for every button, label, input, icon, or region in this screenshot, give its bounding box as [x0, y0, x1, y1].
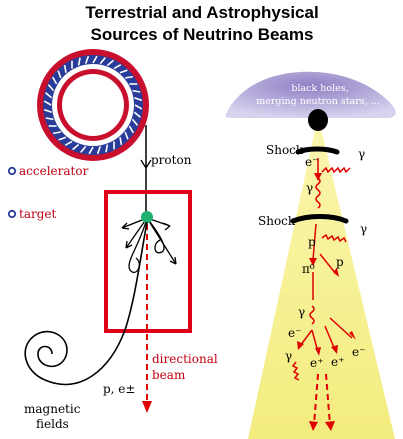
ring-tick [92, 55, 98, 64]
label-p-right: p [336, 255, 344, 269]
ring-tick [131, 118, 139, 126]
ring-tick [119, 69, 128, 74]
label-e-minus-low: e⁻ [288, 326, 301, 340]
ring-tick [72, 143, 80, 151]
black-hole [308, 109, 328, 131]
label-pi0: π⁰ [302, 262, 315, 276]
shock-1-label: Shock [266, 143, 304, 157]
cascade-arrowheads [297, 173, 356, 356]
ring-tick [106, 59, 114, 67]
target-label: target [19, 207, 56, 221]
jet-cone [248, 116, 395, 439]
target-box [104, 190, 192, 333]
ring-tick [128, 125, 134, 134]
ring-tick [119, 137, 123, 146]
label-e-minus-right: e⁻ [352, 345, 365, 359]
proton-label: proton [151, 153, 192, 167]
magnetic-label: magnetic [24, 402, 81, 416]
shock-2-label: Shock [258, 214, 296, 228]
ring-tick [45, 92, 53, 99]
ring-tick [64, 140, 73, 146]
ring-tick [133, 111, 141, 118]
label-e-plus-1: e⁺ [310, 356, 323, 370]
accelerator-bullet [7, 166, 17, 176]
proton-arrowhead [140, 159, 152, 170]
ring-tick [80, 145, 87, 153]
shock-1 [295, 146, 340, 155]
p-e-label: p, e± [103, 382, 135, 396]
label-gamma-mid: γ [306, 181, 313, 195]
collision-tracks [121, 217, 177, 273]
magnetic-spiral [24, 330, 68, 381]
accelerator-ring [37, 49, 149, 161]
source-label-line1: black holes, [291, 83, 348, 94]
ring-tick [52, 131, 61, 135]
charged-particle-track [44, 221, 148, 386]
ring-tick [125, 75, 134, 79]
label-e-minus-top: e⁻ [305, 155, 318, 169]
ring-tick [45, 117, 54, 121]
ring-tick [43, 108, 52, 114]
ring-tick [57, 70, 62, 79]
ring-tick [113, 64, 122, 70]
ring-tick [134, 104, 143, 110]
ring-tick [96, 146, 102, 155]
label-gamma-top: γ [358, 147, 365, 161]
fields-label: fields [36, 417, 69, 431]
ring-tick [47, 84, 55, 92]
directional-beam-arrowhead [142, 401, 152, 413]
cascade-tracks [291, 158, 353, 381]
title-line-2: Sources of Neutrino Beams [91, 25, 314, 44]
label-p-left: p [308, 235, 316, 249]
ring-tick [88, 146, 94, 155]
accelerator-label: accelerator [19, 164, 89, 178]
title-line-1: Terrestrial and Astrophysical [85, 3, 318, 22]
label-e-plus-2: e⁺ [331, 355, 344, 369]
ring-tick [84, 55, 90, 64]
label-gamma-low: γ [298, 305, 305, 319]
ring-tick [77, 57, 81, 66]
directional-label: directional [152, 352, 218, 366]
neutrino-arrowheads [309, 421, 335, 431]
source-label-line2: merging neutron stars, ... [256, 96, 379, 107]
target-point [141, 211, 153, 223]
ring-tick [134, 96, 143, 102]
ring-tick [63, 64, 67, 73]
ring-tick [52, 76, 58, 85]
ring-tick [105, 144, 109, 153]
ring-tick [132, 89, 141, 93]
label-gamma-bottom: γ [285, 349, 292, 363]
source-cloud [225, 71, 396, 118]
target-bullet [7, 209, 17, 219]
neutrino-beams [313, 373, 331, 426]
ring-tick [43, 100, 52, 106]
shock-2 [290, 214, 349, 224]
label-gamma-right2: γ [360, 222, 367, 236]
beam-label: beam [152, 368, 186, 382]
ring-tick [58, 136, 67, 141]
ring-tick [124, 131, 129, 140]
ring-tick [99, 57, 106, 65]
